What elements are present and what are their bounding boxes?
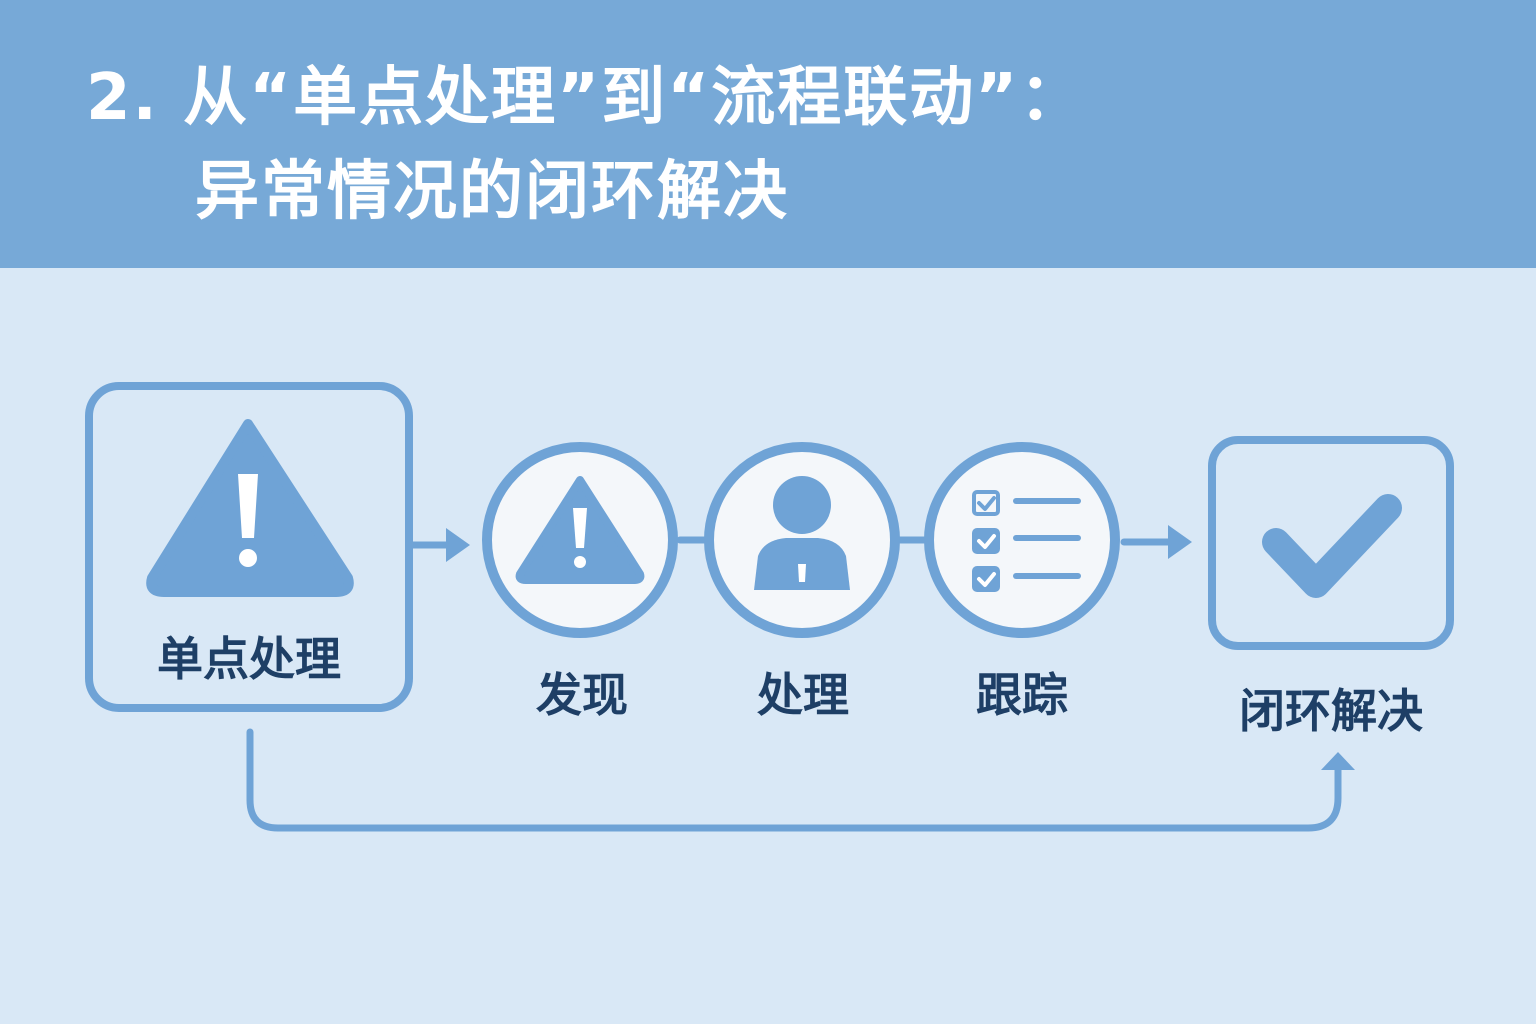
arrowhead-2 xyxy=(1168,525,1192,559)
page-title-line-1: 2. 从“单点处理”到“流程联动”： xyxy=(86,61,1086,135)
header-banner: 2. 从“单点处理”到“流程联动”： 异常情况的闭环解决 xyxy=(0,0,1536,268)
handle-label: 处理 xyxy=(757,668,849,722)
track-label: 跟踪 xyxy=(976,668,1068,722)
warning-icon xyxy=(146,419,354,597)
closed-loop-box xyxy=(1208,436,1454,650)
checklist-icon xyxy=(972,490,1081,592)
bypass-arrow-path xyxy=(246,728,1342,832)
page-title-line-2: 异常情况的闭环解决 xyxy=(195,155,789,229)
person-icon xyxy=(754,476,850,590)
arrowhead-bypass xyxy=(1321,752,1355,770)
connectors xyxy=(246,536,1342,832)
arrowheads xyxy=(446,525,1355,770)
closed-loop-label: 闭环解决 xyxy=(1239,684,1423,738)
discover-label: 发现 xyxy=(536,668,628,722)
arrowhead-1 xyxy=(446,528,470,562)
single-point-box xyxy=(85,382,413,712)
warning-icon xyxy=(515,476,645,584)
checkmark-icon xyxy=(1262,494,1402,598)
single-point-label: 单点处理 xyxy=(157,632,341,686)
